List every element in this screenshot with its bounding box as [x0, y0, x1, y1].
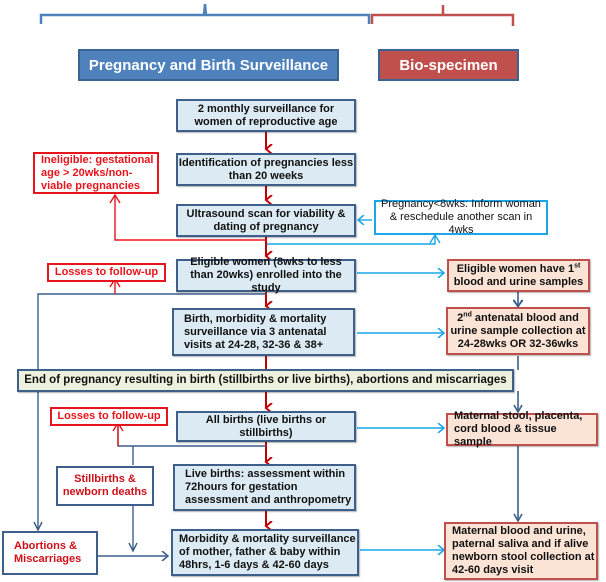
sample-maternal-paternal-newborn: Maternal blood and urine, paternal saliv…: [444, 522, 598, 580]
brace-biospecimen: [370, 5, 515, 26]
step-text: Ultrasound scan for viability & dating o…: [186, 207, 346, 233]
outcome-text: Abortions & Miscarriages: [14, 540, 82, 565]
outcome-text: Losses to follow-up: [54, 266, 159, 278]
end-of-pregnancy-band: End of pregnancy resulting in birth (sti…: [17, 369, 514, 392]
step-monthly-surveillance: 2 monthly surveillance for women of repr…: [176, 99, 356, 132]
sample-text: 2nd antenatal blood and urine sample col…: [448, 310, 588, 351]
line-to-losses1: [37, 293, 266, 530]
step-ultrasound: Ultrasound scan for viability & dating o…: [176, 204, 356, 237]
step-text: Morbidity & mortality surveillance of mo…: [179, 533, 356, 571]
outcome-abortions-miscarriages: Abortions & Miscarriages: [2, 531, 98, 575]
step-identification: Identification of pregnancies less than …: [176, 153, 356, 186]
header-biospecimen: Bio-specimen: [378, 49, 519, 81]
sample-second-antenatal: 2nd antenatal blood and urine sample col…: [446, 307, 590, 355]
sample-text: Maternal stool, placenta, cord blood & t…: [454, 410, 583, 448]
step-antenatal-surveillance: Birth, morbidity & mortality surveillanc…: [172, 308, 355, 356]
step-text: All births (live births or stillbirths): [205, 413, 327, 439]
brace-surveillance: [39, 3, 371, 24]
superscript: nd: [463, 310, 472, 318]
outcome-ineligible: Ineligible: gestational age > 20wks/non-…: [33, 152, 159, 194]
outcome-text: Losses to follow-up: [57, 410, 161, 422]
sample-maternal-stool-placenta: Maternal stool, placenta, cord blood & t…: [446, 410, 598, 448]
superscript: st: [574, 261, 581, 269]
header-biospecimen-label: Bio-specimen: [399, 56, 498, 74]
line-to-ineligible: [114, 196, 266, 241]
header-surveillance-label: Pregnancy and Birth Surveillance: [88, 56, 329, 74]
sample-text: Eligible women have 1st blood and urine …: [449, 261, 588, 289]
step-live-births-assessment: Live births: assessment within 72hours f…: [173, 464, 356, 511]
step-text: Identification of pregnancies less than …: [178, 156, 354, 182]
step-all-births: All births (live births or stillbirths): [176, 411, 356, 442]
step-eligible-enrolled: Eligible women (8wks to less than 20wks)…: [176, 256, 356, 294]
step-text: 2 monthly surveillance for women of repr…: [194, 102, 338, 128]
line-from-reschedule: [267, 236, 436, 245]
sample-text-post: blood and urine samples: [453, 275, 584, 288]
step-text: Eligible women (8wks to less than 20wks)…: [190, 256, 342, 294]
sample-text: Maternal blood and urine, paternal saliv…: [452, 525, 595, 576]
outcome-stillbirths-newborn-deaths: Stillbirths & newborn deaths: [56, 466, 154, 506]
outcome-losses-follow-up-1: Losses to follow-up: [47, 263, 166, 282]
sample-text-pre: Eligible women have 1: [456, 262, 575, 275]
header-surveillance: Pregnancy and Birth Surveillance: [78, 49, 339, 81]
outcome-text: Stillbirths & newborn deaths: [62, 473, 148, 498]
step-text: Birth, morbidity & mortality surveillanc…: [184, 312, 327, 351]
step-morbidity-mortality: Morbidity & mortality surveillance of mo…: [171, 529, 359, 576]
outcome-text: Ineligible: gestational age > 20wks/non-…: [41, 153, 154, 192]
outcome-text: Pregnancy<8wks: Inform woman & reschedul…: [381, 198, 541, 236]
outcome-losses-follow-up-2: Losses to follow-up: [50, 407, 168, 426]
step-text: Live births: assessment within 72hours f…: [185, 468, 352, 506]
sample-first-blood-urine: Eligible women have 1st blood and urine …: [447, 259, 590, 292]
outcome-reschedule-scan: Pregnancy<8wks: Inform woman & reschedul…: [374, 198, 548, 236]
band-text: End of pregnancy resulting in birth (sti…: [24, 374, 507, 386]
sample-text-pre: 2: [457, 311, 464, 324]
sample-text-post: antenatal blood and urine sample collect…: [450, 311, 586, 350]
